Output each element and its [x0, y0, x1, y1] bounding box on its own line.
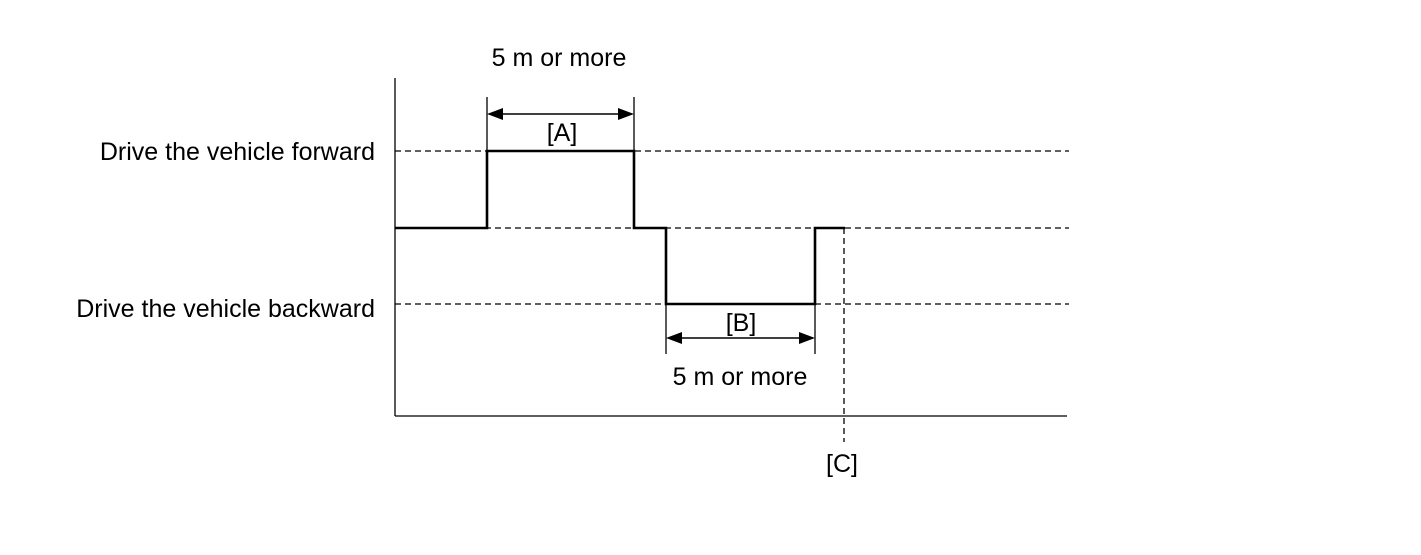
dimension-b-left-arrow: [666, 332, 682, 344]
drive-signal-trace: [395, 149, 845, 306]
dimension-a-left-arrow: [487, 108, 503, 120]
marker-a-label: [A]: [547, 119, 578, 147]
dimension-b-distance-label: 5 m or more: [673, 363, 808, 391]
marker-c-label: [C]: [826, 450, 858, 478]
marker-b-label: [B]: [726, 309, 757, 337]
dimension-b-right-arrow: [799, 332, 815, 344]
dimension-a-distance-label: 5 m or more: [492, 44, 627, 72]
backward-label: Drive the vehicle backward: [76, 295, 375, 323]
dimension-a-right-arrow: [618, 108, 634, 120]
forward-label: Drive the vehicle forward: [100, 138, 375, 166]
